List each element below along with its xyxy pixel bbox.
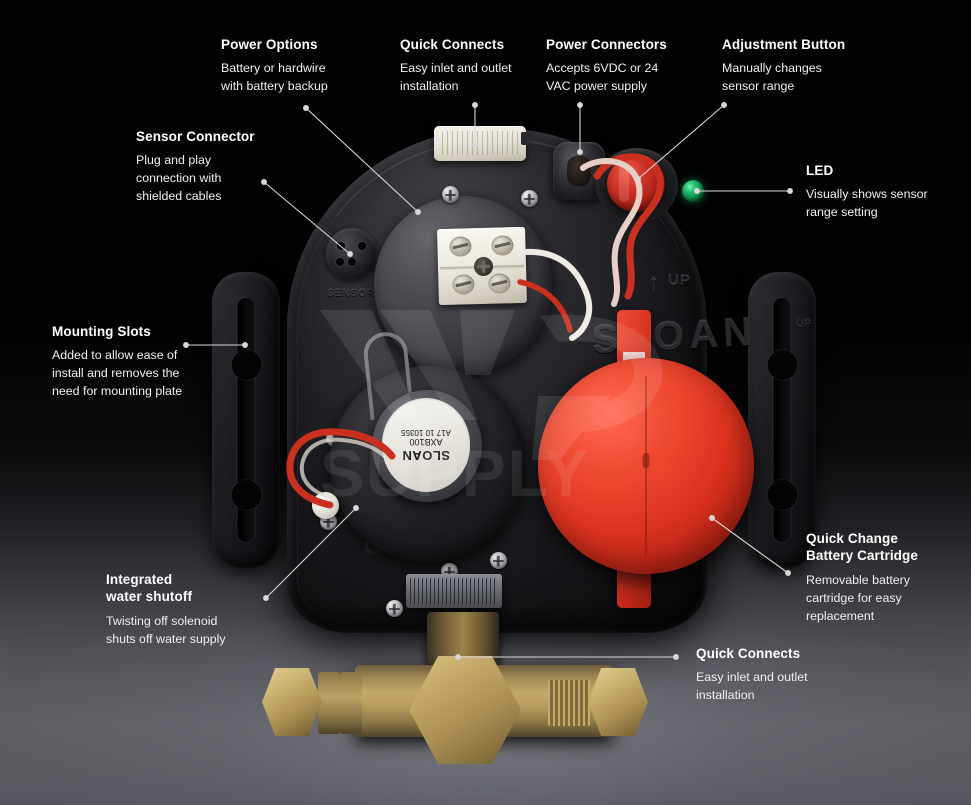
callout-title: Quick Connects: [400, 37, 505, 52]
callout-led: LED Visually shows sensor range setting: [806, 162, 971, 221]
callout-body: Battery or hardwire with battery backup: [221, 61, 328, 94]
callout-title: Power Options: [221, 37, 318, 52]
callout-quick-connects-top: Quick Connects Easy inlet and outlet ins…: [400, 36, 580, 95]
callout-quick-change-battery-cartridge: Quick Change Battery Cartridge Removable…: [806, 530, 971, 625]
callout-title: Quick Change Battery Cartridge: [806, 531, 918, 564]
callout-body: Added to allow ease of install and remov…: [52, 348, 183, 399]
callout-body: Manually changes sensor range: [722, 61, 822, 94]
callout-power-connectors: Power Connectors Accepts 6VDC or 24 VAC …: [546, 36, 726, 95]
callout-adjustment-button: Adjustment Button Manually changes senso…: [722, 36, 912, 95]
callout-body: Twisting off solenoid shuts off water su…: [106, 613, 226, 646]
callout-power-options: Power Options Battery or hardwire with b…: [221, 36, 401, 95]
callout-body: Plug and play connection with shielded c…: [136, 153, 222, 204]
callout-title: Quick Connects: [696, 646, 801, 661]
callout-integrated-water-shutoff: Integrated water shutoff Twisting off so…: [106, 571, 296, 648]
callout-body: Removable battery cartridge for easy rep…: [806, 572, 910, 623]
callout-sensor-connector: Sensor Connector Plug and play connectio…: [136, 128, 316, 206]
callout-body: Visually shows sensor range setting: [806, 187, 928, 220]
callout-title: Adjustment Button: [722, 37, 846, 52]
callout-title: Sensor Connector: [136, 129, 255, 144]
callout-body: Accepts 6VDC or 24 VAC power supply: [546, 61, 659, 94]
callout-body: Easy inlet and outlet installation: [696, 670, 808, 703]
callout-title: LED: [806, 163, 834, 178]
callout-mounting-slots: Mounting Slots Added to allow ease of in…: [52, 323, 242, 401]
callout-quick-connects-bottom: Quick Connects Easy inlet and outlet ins…: [696, 645, 881, 704]
callout-title: Power Connectors: [546, 37, 667, 52]
callout-title: Mounting Slots: [52, 324, 151, 339]
callout-body: Easy inlet and outlet installation: [400, 61, 512, 94]
callout-title: Integrated water shutoff: [106, 572, 193, 605]
